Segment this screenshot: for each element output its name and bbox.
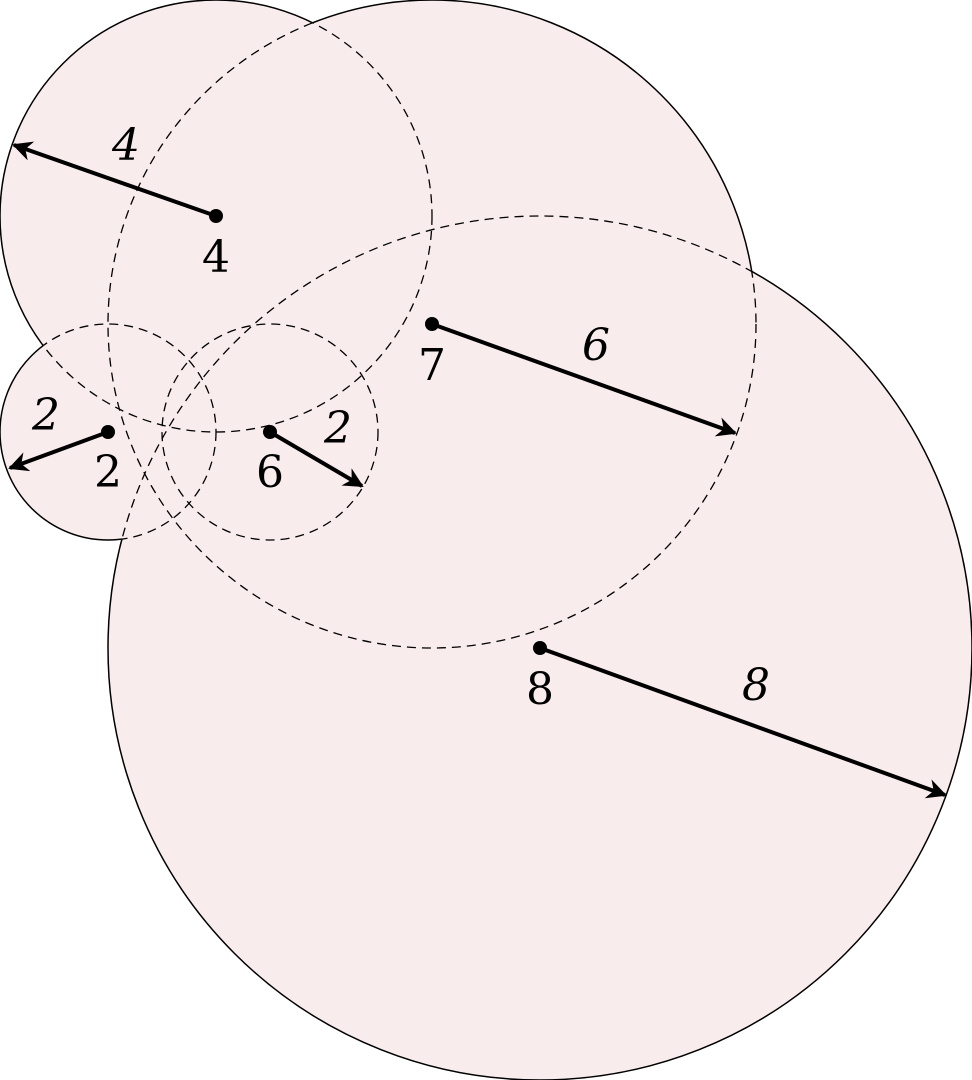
radius-label-8: 8 <box>742 660 770 711</box>
radius-label-6: 2 <box>323 403 352 454</box>
center-dot-4 <box>209 209 223 223</box>
center-dot-8 <box>533 641 547 655</box>
radius-arrow-6 <box>268 430 364 488</box>
center-dot-2 <box>101 425 115 439</box>
radius-arrow-2 <box>8 430 109 472</box>
center-dot-7 <box>425 317 439 331</box>
labels: 4 4 2 2 6 2 7 6 8 8 <box>31 120 770 715</box>
radius-label-7: 6 <box>582 320 610 371</box>
node-label-2: 2 <box>94 447 122 498</box>
circle-dashed-2 <box>0 323 217 541</box>
radius-arrow-7 <box>431 322 737 437</box>
radius-arrow-8 <box>539 646 947 799</box>
circle-dashed-4 <box>0 0 433 433</box>
radius-arrow-4 <box>12 141 217 218</box>
node-label-8: 8 <box>526 664 554 715</box>
node-label-7: 7 <box>418 340 446 391</box>
center-dot-6 <box>263 425 277 439</box>
circle-dashed-8 <box>107 215 972 1080</box>
node-label-4: 4 <box>202 232 230 283</box>
radius-label-2: 2 <box>31 390 60 441</box>
circle-dashed-7 <box>107 0 757 649</box>
node-label-6: 6 <box>256 447 284 498</box>
radius-label-4: 4 <box>111 120 140 171</box>
radius-arrows <box>8 141 947 799</box>
circle-dashed-6 <box>161 323 379 541</box>
